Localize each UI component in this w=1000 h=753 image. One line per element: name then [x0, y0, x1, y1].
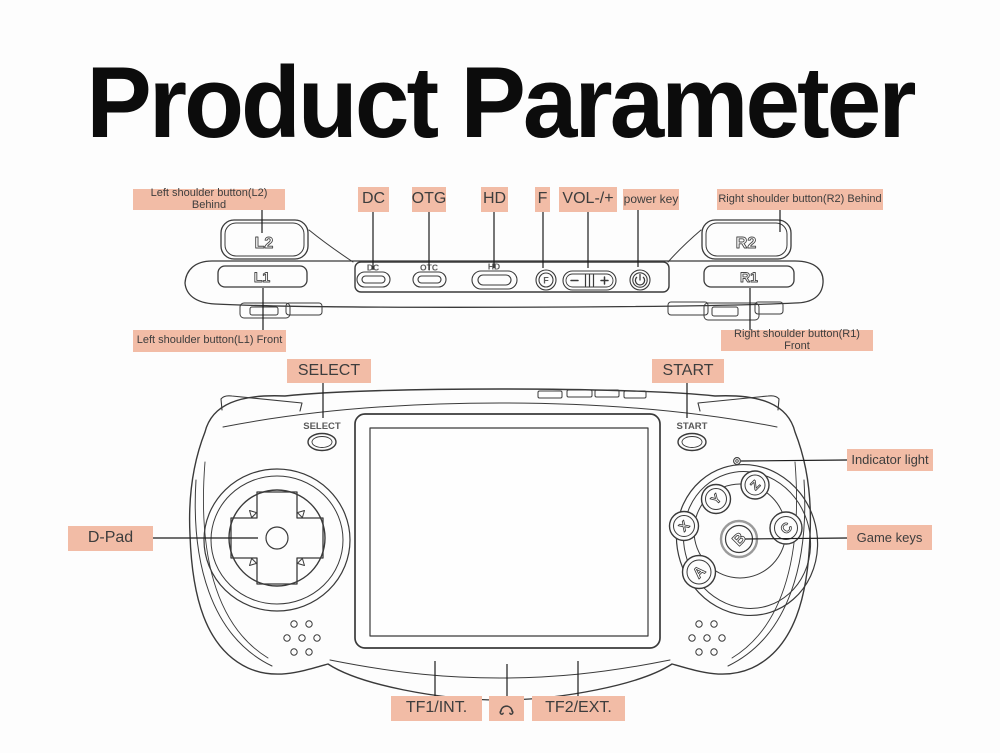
- callout-r2-behind: Right shoulder button(R2) Behind: [717, 189, 883, 210]
- callout-indicator-light: Indicator light: [847, 449, 933, 471]
- l2-engraving: L2: [255, 235, 274, 252]
- otg-port: [412, 271, 447, 288]
- callout-f: F: [535, 187, 550, 212]
- f-button: [535, 269, 557, 291]
- top-view: L2 L1 R2 R1 DC OTC HD F: [184, 219, 824, 321]
- select-engraving: SELECT: [303, 421, 341, 432]
- top-body-outline: [184, 260, 824, 308]
- hdmi-port: [471, 270, 518, 290]
- callout-l2-behind: Left shoulder button(L2) Behind: [133, 187, 285, 210]
- callout-dc: DC: [358, 187, 389, 212]
- callout-r1-front: Right shoulder button(R1) Front: [721, 328, 873, 351]
- button-a: [681, 554, 717, 590]
- speaker-left: [283, 620, 321, 656]
- r2-button: [701, 219, 792, 260]
- power-button: [629, 269, 651, 291]
- start-engraving: START: [677, 421, 708, 432]
- console-body-outline: [188, 388, 812, 701]
- l2-button: [220, 219, 309, 260]
- indicator-light: [733, 457, 741, 465]
- front-view: SELECT START: [188, 388, 819, 701]
- dpad: [203, 468, 351, 612]
- callout-tf2: TF2/EXT.: [532, 696, 625, 721]
- page-title: Product Parameter: [86, 47, 916, 159]
- dc-port: [356, 271, 391, 288]
- r2-engraving: R2: [736, 235, 757, 252]
- callout-l1-front: Left shoulder button(L1) Front: [133, 330, 286, 352]
- callout-game-keys: Game keys: [847, 525, 932, 550]
- button-x: [668, 510, 700, 542]
- callout-hd: HD: [481, 187, 508, 212]
- port-strip: [354, 261, 670, 293]
- headphone-icon: [499, 705, 514, 715]
- callout-vol: VOL-/+: [559, 187, 617, 212]
- start-button: [677, 432, 707, 452]
- top-feet: [239, 301, 784, 321]
- callout-dpad: D-Pad: [68, 526, 153, 551]
- select-button: [307, 432, 337, 452]
- volume-rocker: [562, 270, 617, 291]
- callout-otg: OTG: [412, 187, 446, 212]
- callout-select: SELECT: [287, 359, 371, 383]
- l1-engraving: L1: [254, 269, 271, 285]
- leader-lines: [153, 210, 848, 696]
- button-z: [740, 470, 770, 500]
- speaker-right: [688, 620, 726, 656]
- screen: [354, 413, 661, 649]
- callout-start: START: [652, 359, 724, 383]
- button-y: [700, 483, 732, 515]
- button-c: [769, 511, 803, 545]
- callout-power-key: power key: [623, 189, 679, 210]
- callout-tf1: TF1/INT.: [391, 696, 482, 721]
- r1-engraving: R1: [740, 269, 758, 285]
- f-engraving: F: [543, 276, 549, 286]
- game-keys: X Y Z A B C: [668, 463, 819, 617]
- callout-headphone: [489, 696, 524, 721]
- l1-button: [217, 265, 308, 288]
- r1-button: [703, 265, 795, 288]
